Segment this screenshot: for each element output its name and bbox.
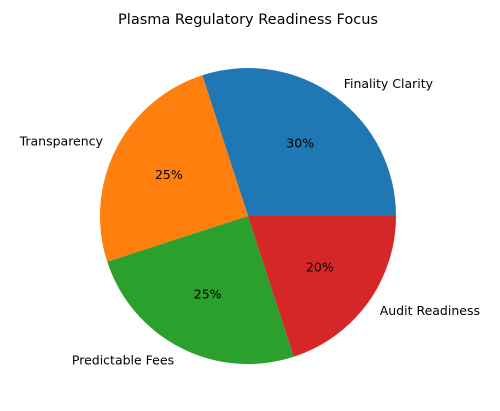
slice-label-finality-clarity: Finality Clarity [344, 76, 434, 91]
pie-labels: Finality Clarity 30% Transparency 25% Predic… [19, 76, 480, 368]
slice-percent-audit-readiness: 20% [306, 260, 334, 275]
slice-percent-predictable-fees: 25% [194, 287, 222, 302]
pie-slices [100, 67, 396, 365]
pie-slice-audit-readiness [248, 216, 396, 357]
slice-label-predictable-fees: Predictable Fees [72, 353, 174, 368]
pie-slice-predictable-fees [107, 216, 294, 365]
pie-slice-finality-clarity [202, 67, 396, 217]
slice-label-audit-readiness: Audit Readiness [380, 303, 480, 318]
slice-label-transparency: Transparency [19, 134, 104, 149]
slice-percent-finality-clarity: 30% [286, 136, 314, 151]
pie-slice-transparency [100, 75, 248, 262]
chart-title: Plasma Regulatory Readiness Focus [118, 12, 378, 28]
slice-percent-transparency: 25% [155, 167, 183, 182]
